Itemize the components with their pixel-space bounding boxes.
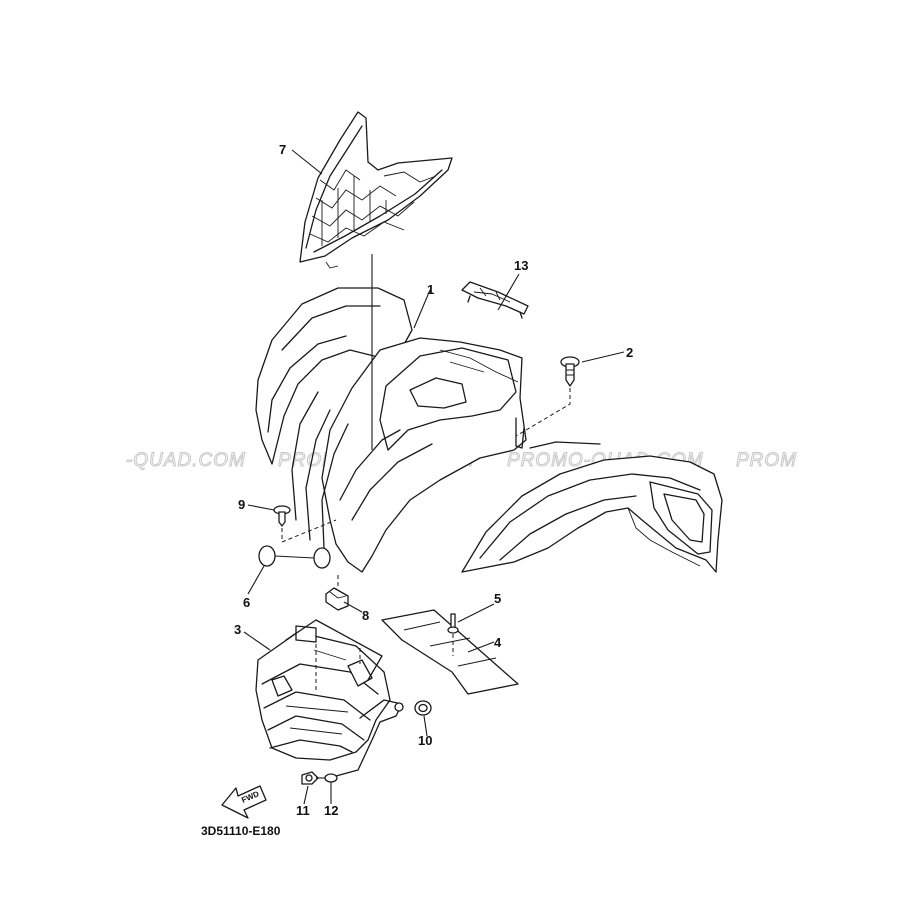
watermark-far-right: PROM: [736, 450, 797, 471]
part-11-nut: [301, 771, 319, 785]
callout-numbers: 7 13 1 2 9 6 8 5 4 3 10 11 12: [234, 142, 633, 818]
callout-4: 4: [494, 635, 502, 650]
part-4-plate: [381, 609, 519, 695]
callout-13: 13: [514, 258, 528, 273]
part-9-screw: [273, 505, 337, 543]
watermark-left: -QUAD.COM: [126, 450, 246, 471]
callout-6: 6: [243, 595, 250, 610]
callout-2: 2: [626, 345, 633, 360]
part-5-rivet: [447, 613, 459, 656]
callout-3: 3: [234, 622, 241, 637]
callout-11: 11: [296, 803, 310, 818]
callout-5: 5: [494, 591, 501, 606]
part-13-emblem: [461, 281, 529, 319]
fwd-arrow: FWD: [221, 785, 267, 819]
part-10-nut: [414, 700, 432, 716]
diagram-code: 3D51110-E180: [201, 824, 281, 838]
callout-12: 12: [324, 803, 338, 818]
part-2-bolt: [515, 356, 580, 437]
callout-9: 9: [238, 497, 245, 512]
callout-10: 10: [418, 733, 432, 748]
part-7-front-grille: [299, 111, 453, 269]
callout-1: 1: [427, 282, 434, 297]
callout-7: 7: [279, 142, 286, 157]
leader-lines: [243, 149, 625, 805]
part-1-front-fender: [255, 287, 723, 573]
callout-8: 8: [362, 608, 369, 623]
part-3-headlight-assembly: [255, 619, 404, 777]
part-6-grommet: [258, 545, 331, 569]
part-12-washer: [316, 773, 338, 783]
part-8-clip-nut: [325, 572, 349, 611]
